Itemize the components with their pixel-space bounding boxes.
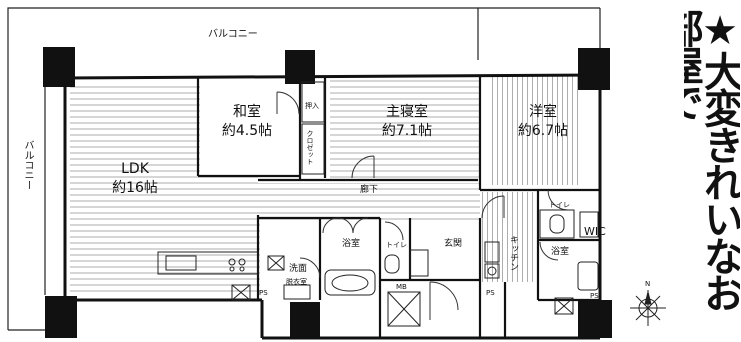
balcony-top-label: バルコニー	[208, 29, 258, 40]
room-ldk-size: 約16帖	[112, 179, 158, 196]
fridge	[484, 241, 500, 263]
compass-north-label: N	[645, 280, 651, 288]
room-master-size: 約7.1帖	[381, 122, 433, 139]
room-washitsu: 和室 約4.5帖	[212, 103, 282, 141]
room-washitsu-size: 約4.5帖	[221, 122, 273, 139]
room-master-name: 主寝室	[386, 104, 428, 120]
room-ldk: LDK 約16帖	[100, 160, 170, 198]
dressing-label: 脱衣室	[286, 278, 307, 286]
toilet-b	[549, 214, 565, 234]
balcony-side-outline	[7, 60, 50, 331]
bathtub-b	[577, 261, 599, 291]
kitchen-label: キッチン	[508, 235, 518, 271]
mb-box	[387, 291, 421, 327]
vent-a	[231, 284, 251, 301]
room-youshitsu: 洋室 約6.7帖	[508, 103, 578, 141]
hall-floor	[258, 183, 480, 221]
washer	[283, 284, 311, 300]
mb-label: MB	[396, 283, 407, 291]
wic-label: WIC	[584, 225, 606, 238]
toilet-a	[384, 254, 400, 274]
room-master: 主寝室 約7.1帖	[372, 103, 442, 141]
stove	[484, 263, 500, 279]
toilet-a-label: トイレ	[386, 241, 407, 249]
toilet-b-label: トイレ	[549, 201, 570, 209]
vent-b	[267, 255, 285, 271]
oshiire-label: 押入	[305, 102, 319, 110]
kitchen-floor	[480, 192, 537, 282]
room-youshitsu-size: 約6.7帖	[517, 122, 569, 139]
room-washitsu-name: 和室	[233, 104, 261, 120]
door-swings	[276, 91, 569, 320]
ps-label-c: PS	[590, 292, 599, 300]
master-floor	[330, 80, 480, 178]
entrance-label: 玄関	[444, 239, 463, 249]
room-ldk-name: LDK	[121, 161, 149, 177]
bath-b-label: 浴室	[551, 247, 570, 257]
kitchen-counter	[157, 251, 259, 275]
washroom-label: 洗面	[289, 264, 308, 274]
closet-label: クロゼット	[306, 130, 314, 165]
ps-label-a: PS	[259, 289, 268, 297]
balcony-side-label: バルコニー	[22, 140, 33, 190]
fixtures	[157, 81, 599, 327]
ps-label-b: PS	[486, 289, 495, 297]
ldk-floor-lower	[70, 205, 260, 293]
room-youshitsu-name: 洋室	[529, 104, 557, 120]
bath-a-label: 浴室	[342, 239, 361, 249]
catchphrase: ★大変きれいなお部屋で	[684, 8, 740, 310]
compass	[630, 290, 666, 326]
youshitsu-floor	[490, 75, 582, 185]
bathtub-a	[324, 269, 376, 296]
vent-c	[554, 297, 574, 315]
structural-columns	[43, 47, 612, 338]
washitsu-floor	[200, 80, 300, 176]
hallway-label: 廊下	[360, 185, 379, 195]
